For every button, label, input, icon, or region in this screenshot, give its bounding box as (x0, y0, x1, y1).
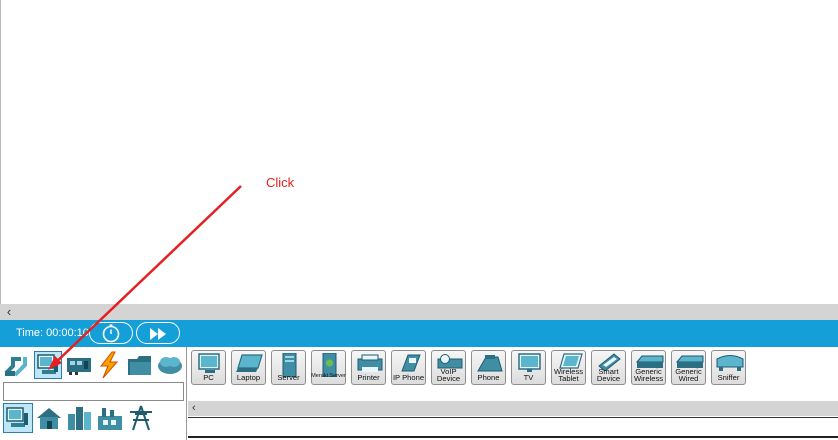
phone-icon (477, 355, 503, 372)
device-label: TV (523, 373, 534, 383)
time-value: 00:00:10 (46, 327, 89, 339)
wireless-tablet-icon (559, 353, 583, 369)
device-generic-wireless[interactable]: Generic Wireless (631, 350, 666, 385)
device-phone[interactable]: Phone (471, 350, 506, 385)
multiuser-connection-icon[interactable] (156, 351, 184, 379)
device-label: Wireless Tablet (553, 366, 584, 384)
scroll-left-arrow-icon[interactable]: ‹ (192, 402, 196, 414)
fast-forward-icon (150, 328, 166, 340)
smart-device-icon (598, 353, 621, 371)
time-display: Time:00:00:10 (16, 327, 89, 339)
voip-device-icon (437, 354, 463, 369)
device-meraki-server[interactable]: Meraki Server (311, 350, 346, 385)
scroll-left-arrow-icon[interactable]: ‹ (6, 304, 12, 319)
pc-icon (198, 353, 220, 373)
device-label: PC (203, 373, 214, 383)
tv-icon (518, 353, 541, 372)
end-devices-icon[interactable] (34, 351, 62, 379)
device-list-panel: PC Laptop Server (188, 347, 838, 440)
device-smart-device[interactable]: Smart Device (591, 350, 626, 385)
meraki-server-icon (322, 353, 337, 377)
device-server[interactable]: Server (271, 350, 306, 385)
device-label: IP Phone (392, 373, 425, 383)
reset-time-button[interactable] (89, 322, 133, 344)
device-category-panel (0, 347, 187, 440)
device-label: Smart Device (596, 366, 621, 384)
logical-workspace[interactable] (0, 0, 838, 304)
smart-city-icon[interactable] (65, 404, 93, 432)
device-wireless-tablet[interactable]: Wireless Tablet (551, 350, 586, 385)
fast-forward-time-button[interactable] (136, 322, 180, 344)
device-tv[interactable]: TV (511, 350, 546, 385)
device-printer[interactable]: Printer (351, 350, 386, 385)
realtime-bar: Time:00:00:10 (0, 320, 838, 347)
device-label: Generic Wired (675, 366, 702, 384)
ip-phone-icon (401, 354, 421, 372)
device-label: Server (277, 373, 300, 383)
device-ip-phone[interactable]: IP Phone (391, 350, 426, 385)
device-toolbox: PC Laptop Server (0, 347, 838, 440)
reset-timer-icon (102, 324, 120, 343)
device-description-bar (188, 417, 838, 438)
category-search-input[interactable] (3, 382, 184, 401)
home-icon[interactable] (35, 404, 63, 432)
components-icon[interactable] (65, 351, 93, 379)
network-devices-icon[interactable] (3, 351, 31, 379)
device-laptop[interactable]: Laptop (231, 350, 266, 385)
annotation-text: Click (266, 175, 295, 190)
generic-wireless-icon (636, 355, 664, 368)
device-list-scrollbar[interactable]: ‹ (188, 401, 838, 416)
device-label: Meraki Server (311, 373, 346, 380)
miscellaneous-icon[interactable] (126, 351, 154, 379)
sniffer-icon (716, 355, 744, 371)
printer-icon (357, 354, 383, 372)
device-label: Sniffer (717, 373, 740, 383)
device-label: Phone (477, 373, 500, 383)
laptop-icon (236, 354, 263, 372)
generic-wired-icon (676, 355, 704, 368)
device-generic-wired[interactable]: Generic Wired (671, 350, 706, 385)
device-sniffer[interactable]: Sniffer (711, 350, 746, 385)
connections-icon[interactable] (95, 351, 123, 379)
device-label: Printer (357, 373, 380, 383)
power-grid-icon[interactable] (127, 404, 155, 432)
workspace-horizontal-scrollbar[interactable]: ‹ (0, 304, 838, 320)
end-devices-sub-icon[interactable] (3, 403, 33, 433)
device-label: VoIP Device (436, 366, 461, 384)
industrial-icon[interactable] (96, 404, 124, 432)
time-label: Time: (16, 327, 44, 339)
server-icon (282, 353, 297, 377)
device-voip-device[interactable]: VoIP Device (431, 350, 466, 385)
device-label: Generic Wireless (633, 366, 664, 384)
device-pc[interactable]: PC (191, 350, 226, 385)
device-label: Laptop (236, 373, 261, 383)
